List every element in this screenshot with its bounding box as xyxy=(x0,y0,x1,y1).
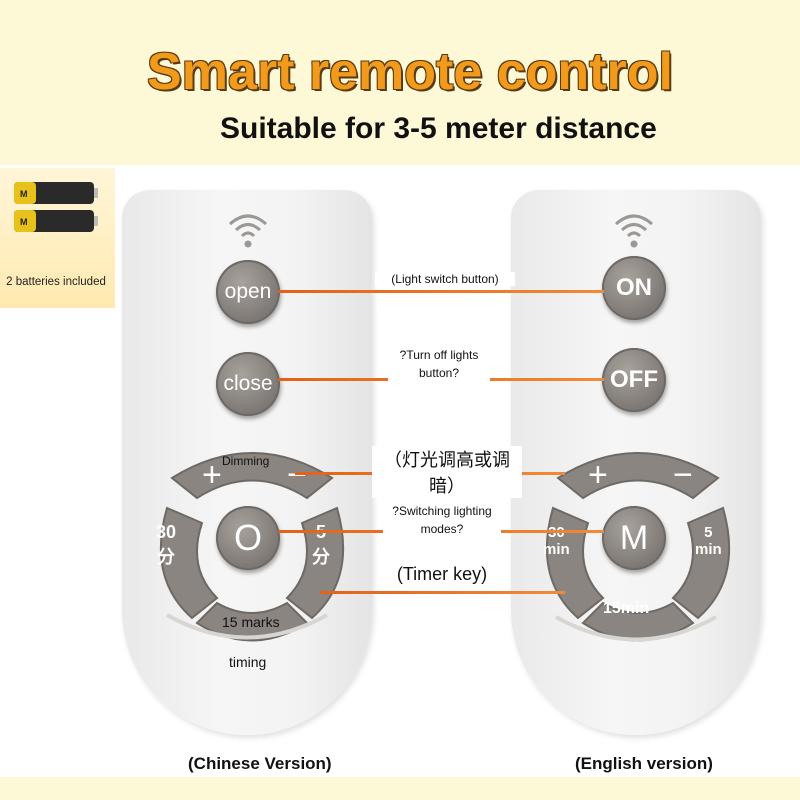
bottom-arc xyxy=(166,613,328,640)
timer-5-pad[interactable] xyxy=(285,506,345,620)
close-label: close xyxy=(223,372,273,395)
mode-button[interactable]: O xyxy=(216,506,280,570)
plus-icon: + xyxy=(588,456,608,494)
off-label: OFF xyxy=(610,366,658,393)
caption-chinese: (Chinese Version) xyxy=(188,754,332,773)
bottom-band xyxy=(0,777,800,800)
battery-icon: M M xyxy=(14,182,98,232)
caption-english: (English version) xyxy=(575,754,713,773)
timer-30-pad[interactable] xyxy=(159,506,219,620)
open-label: open xyxy=(224,280,272,303)
svg-text:M: M xyxy=(20,189,28,199)
control-ring: + − xyxy=(159,452,345,642)
mode-button[interactable]: M xyxy=(602,506,666,570)
timer-30-pad[interactable] xyxy=(545,506,605,620)
wifi-signal-icon xyxy=(229,214,267,248)
connector-timer xyxy=(320,591,565,594)
timer-5-text: 5 min xyxy=(695,524,722,558)
minus-icon: − xyxy=(673,456,693,494)
page-subtitle: Suitable for 3-5 meter distance xyxy=(220,112,657,145)
timer-30-text: 30 分 xyxy=(156,522,177,567)
wifi-signal-icon xyxy=(615,214,653,248)
control-ring: + − xyxy=(545,452,731,642)
battery-panel: M M xyxy=(0,168,115,308)
switching-modes-annotation: ?Switching lighting modes? xyxy=(383,502,501,538)
page-title: Smart remote control xyxy=(147,43,673,101)
marks-label: 15 marks xyxy=(222,614,280,630)
mode-label: M xyxy=(619,518,649,557)
minus-icon: − xyxy=(287,456,307,494)
light-switch-annotation: (Light switch button) xyxy=(375,272,515,286)
timing-label: timing xyxy=(229,654,267,670)
timer-key-annotation: (Timer key) xyxy=(386,564,498,585)
mode-label: O xyxy=(233,517,262,558)
bottom-arc xyxy=(555,615,717,642)
dimming-pad[interactable] xyxy=(556,452,720,500)
off-button[interactable]: OFF xyxy=(602,348,666,412)
timer-15-text: 15min xyxy=(603,600,650,617)
dimming-pad[interactable] xyxy=(170,452,334,500)
turn-off-annotation: ?Turn off lights button? xyxy=(388,346,490,382)
timer-5-pad[interactable] xyxy=(671,506,731,620)
remote-chinese: open close + − O 30 分 5 分 xyxy=(122,190,372,735)
battery-label: 2 batteries included xyxy=(6,276,106,288)
open-button[interactable]: open xyxy=(216,260,280,324)
connector-light-switch xyxy=(278,290,604,293)
dimming-label: Dimming xyxy=(222,454,270,468)
dimming-cn-annotation: （灯光调高或调暗） xyxy=(372,446,522,498)
on-button[interactable]: ON xyxy=(602,256,666,320)
close-button[interactable]: close xyxy=(216,352,280,416)
plus-icon: + xyxy=(202,456,222,494)
on-label: ON xyxy=(616,274,652,301)
remote-english: ON OFF + − M 30 min 5 min 15min xyxy=(511,190,761,735)
svg-text:M: M xyxy=(20,217,28,227)
